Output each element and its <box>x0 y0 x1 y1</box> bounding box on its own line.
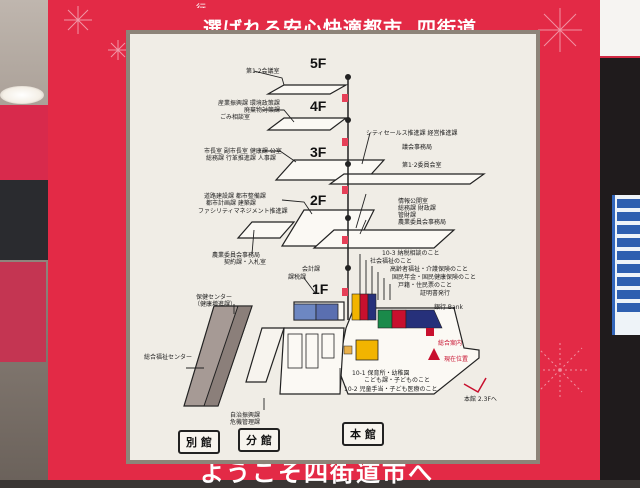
label-1f-list-6: 証明書発行 <box>420 290 451 297</box>
label-here: 現在位置 <box>444 356 469 363</box>
info-marker <box>426 328 434 336</box>
label-3f-1: 市長室 副市長室 健康課 公室 <box>204 148 282 155</box>
label-counter-1: 10-1 保育所・幼稚園 <box>352 370 410 377</box>
annex2-building <box>245 327 285 383</box>
floor-label-1f: 1F <box>312 281 329 297</box>
label-2f-right-2: 総務課 財政課 <box>398 205 436 212</box>
label-2f-left-3: ファシリティマネジメント推進課 <box>198 208 288 215</box>
right-directory-screen <box>612 195 640 335</box>
label-left-mid-2: 契約課・入札室 <box>224 259 267 266</box>
label-counter-1b: こども課・子どものこと <box>364 377 431 384</box>
floor-map: 5F 4F 3F 2F 1F 第1.2会議室 産業振興課 環境政策課 廃棄物対策… <box>134 38 532 456</box>
floor-label-2f: 2F <box>310 192 327 208</box>
elevator-arrow <box>463 377 487 394</box>
right-light-panel <box>596 0 640 56</box>
floor-5f-plate <box>265 84 349 95</box>
label-health-dept: （健康増進課） <box>194 301 237 308</box>
label-1f-list-4: 国民年金・国民健康保険のこと <box>392 274 477 281</box>
label-3f-right-1: シティセールス推進課 経営推進課 <box>366 130 458 137</box>
label-2f-left-1: 道路建設課 都市整備課 <box>204 193 266 200</box>
toilet-marker <box>343 345 353 355</box>
counter-block-yellow <box>351 293 361 321</box>
label-counter-2: 10-2 児童手当・子ども医療のこと <box>344 386 438 393</box>
counter-block-blue-2 <box>315 303 339 321</box>
counter-block-red-2 <box>391 309 407 329</box>
counter-block-yellow-2 <box>355 339 379 361</box>
label-guide: 総合案内 <box>438 340 463 347</box>
left-window <box>0 180 48 260</box>
floor-label-5f: 5F <box>310 55 327 71</box>
floor-label-4f: 4F <box>310 98 327 114</box>
counter-block-blue <box>293 303 317 321</box>
counter-block-red <box>359 293 369 321</box>
firework-decoration-right <box>538 8 582 52</box>
label-3f-2: 総務課 行革推進課 人事課 <box>206 155 276 162</box>
label-1f-list-5: 戸籍・住民票のこと <box>398 282 453 289</box>
annex2-2f-plate <box>236 221 296 239</box>
label-1f-left-2: 課税課 <box>288 274 307 281</box>
label-elevator: 本館 2.3Fへ <box>464 396 497 403</box>
firework-decoration-bottom-right <box>530 340 590 400</box>
floor-4f-plate <box>266 117 348 131</box>
annex1-side <box>203 305 253 407</box>
ceiling-lamp <box>0 86 44 104</box>
floor-map-drawing <box>183 70 487 410</box>
left-poster <box>0 105 48 185</box>
counter-block-navy-2 <box>405 309 443 329</box>
label-2f-right-4: 農業委員会事務局 <box>398 219 447 226</box>
current-position-marker <box>428 348 440 360</box>
label-1f-list-2: 社会福祉のこと <box>370 258 413 265</box>
counter-block-navy <box>367 293 377 321</box>
floor-label-3f: 3F <box>310 144 327 160</box>
label-annex-room-1: 自治振興課 <box>230 412 261 419</box>
label-3f-right-3: 第1·2委員会室 <box>402 162 442 169</box>
label-2f-right-3: 管財課 <box>398 212 417 219</box>
label-2f-left-2: 都市計画課 建築課 <box>206 200 256 207</box>
label-5f-room: 第1.2会議室 <box>246 68 280 75</box>
label-3f-right-2: 議会事務局 <box>402 144 433 151</box>
label-1f-left-1: 会計課 <box>302 266 321 273</box>
floor-2f-plate-right <box>312 229 456 249</box>
label-health-center: 保健センター <box>196 294 233 301</box>
building-annex-1: 別 館 <box>178 430 220 454</box>
left-poster-lower <box>0 262 46 362</box>
top-cut-text: 行 <box>196 0 496 8</box>
label-4f-1: 産業振興課 環境政策課 <box>218 100 280 107</box>
label-1f-list-3: 高齢者福祉・介護保険のこと <box>390 266 469 273</box>
counter-block-green <box>377 309 393 329</box>
label-annex-room-2: 危機管理課 <box>230 419 261 426</box>
label-4f-2: 廃棄物対策課 <box>244 107 281 114</box>
label-2f-right-1: 情報公開室 <box>398 198 429 205</box>
firework-decoration-left <box>64 6 128 60</box>
label-bank: 銀行 Bank <box>434 304 463 311</box>
building-main: 本 館 <box>342 422 384 446</box>
label-4f-3: ごみ相談室 <box>220 114 251 121</box>
label-left-mid-1: 農業委員会事務局 <box>212 252 261 259</box>
building-annex-2: 分 館 <box>238 428 280 452</box>
label-welfare-center: 総合福祉センター <box>144 354 193 361</box>
label-1f-list-1: 10-3 納税相談のこと <box>382 250 440 257</box>
floor-3f-plate-right <box>328 173 486 185</box>
